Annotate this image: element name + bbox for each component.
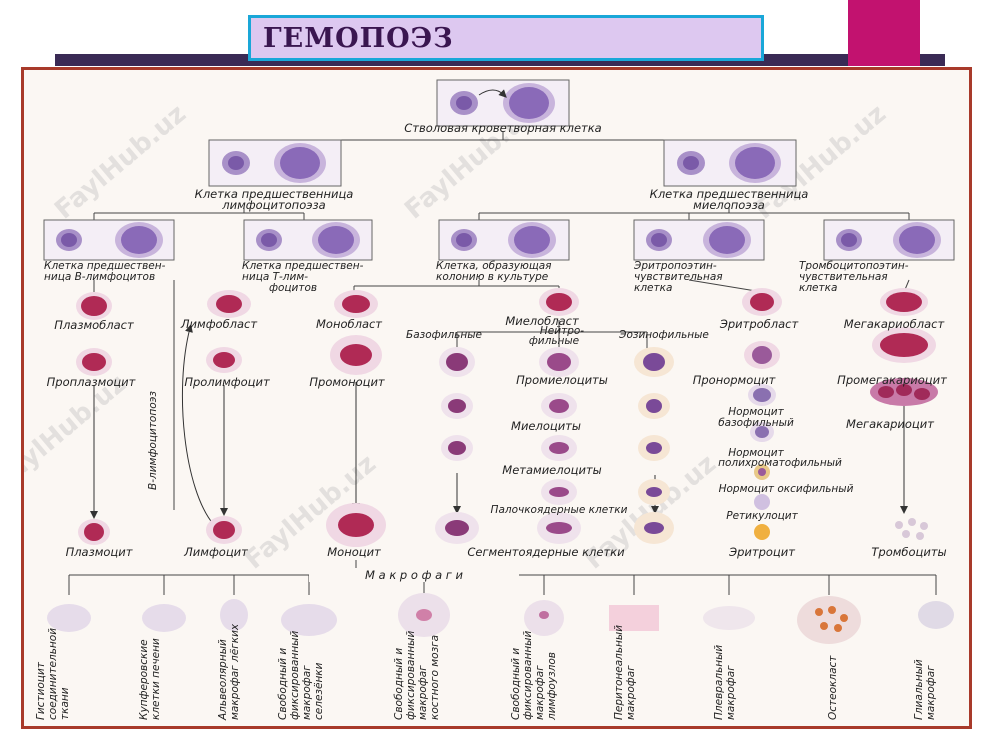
macrophage-label: Свободный и [510,648,522,720]
macrophage-label: лимфоузлов [546,652,558,721]
monocyte-label: Моноцит [327,545,381,559]
cfu-label-1: Клетка, образующая [436,260,551,272]
pronormocyte-label: Пронормоцит [693,373,776,387]
b-lymphopoiesis-label: В-лимфоцитопоэз [147,391,159,490]
macrophage-label: Свободный и [277,648,289,720]
macrophage-label: макрофаг [625,665,637,720]
b-prog-label-1: Клетка предшествен- [44,260,166,272]
normo-baso-label-1: Нормоцит [728,406,784,418]
accent-block [848,0,920,66]
macrophage-label: макрофаг лёгких [229,623,241,720]
macrophage-label: ткани [59,687,71,720]
lymphocyte-label: Лимфоцит [183,545,248,559]
neutrophilic-label-2: фильные [529,335,579,347]
megakaryoblast-label: Мегакариобласт [844,317,945,331]
thr-prog-label-3: клетка [799,282,837,294]
macrophage-label: макрофаг [725,665,737,720]
ery-prog-label-2: чувствительная [634,271,723,283]
promegakaryocyte-label: Промегакариоцит [837,373,947,387]
segmented-label: Сегментоядерные клетки [467,545,625,559]
erythrocyte-label: Эритроцит [728,545,795,559]
plasmocyte-label: Плазмоцит [66,545,133,559]
macrophage-label: макрофаг [417,665,429,720]
cfu-label-2: колонию в культуре [436,271,548,283]
stem-label: Стволовая кроветворная клетка [404,121,601,135]
watermark: FaylHub.uz [49,99,192,226]
macrophage-label: соединительной [47,628,59,720]
thr-prog-label-2: чувствительная [799,271,888,283]
ery-prog-label-3: клетка [634,282,672,294]
neutrophilic-label-1: Нейтро- [540,325,584,337]
macrophage-label: селезёнки [313,662,325,720]
macrophage-label: Купферовские [138,639,150,720]
t-prog-label-2: ница Т-лим- [242,271,308,283]
metamyelocytes-label: Метамиелоциты [502,463,601,477]
stem-cell-box [436,79,570,127]
myeloblast-label: Миелобласт [505,314,579,328]
plasmoblast-label: Плазмобласт [54,318,134,332]
monoblast-label: Монобласт [316,317,382,331]
lymph-prog-label-2: лимфоцитопоэза [221,198,325,212]
reticulocyte-label: Ретикулоцит [726,510,798,522]
macrophages-label: М а к р о ф а г и [365,568,463,582]
erythroblast-label: Эритробласт [719,317,799,331]
platelets-label: Тромбоциты [871,545,946,559]
normo-oxy-label: Нормоцит оксифильный [719,483,854,495]
t-prog-label-3: фоцитов [269,282,317,294]
normo-poly-label-1: Нормоцит [728,447,784,459]
macrophage-label: фиксированный [405,631,417,720]
proplasmocyte-label: Проплазмоцит [47,375,136,389]
macrophage-label: Альвеолярный [217,639,229,721]
ery-progenitor-box [633,219,765,261]
normo-poly-label-2: полихроматофильный [718,457,842,469]
macrophage-label: Глиальный [913,659,925,720]
progenitor-boxes [43,79,955,261]
ery-prog-label-1: Эритропоэтин- [633,260,717,272]
promonocyte-label: Промоноцит [309,375,385,389]
macrophage-cells [47,593,954,644]
macrophage-label: Свободный и [393,648,405,720]
macrophage-label: клетки печени [150,638,162,720]
b-progenitor-box [43,219,175,261]
eosinophilic-label: Эозинофильные [618,329,709,341]
macrophage-label: Остеокласт [827,655,839,720]
macrophage-label: Перитонеальный [613,625,625,720]
cells [76,288,938,547]
lymphoblast-label: Лимфобласт [180,317,257,331]
macrophage-label: макрофаг [301,665,313,720]
labels: Стволовая кроветворная клетка Клетка пре… [44,121,947,582]
lymph-prog-label-1: Клетка предшественница [195,187,354,201]
thr-prog-label-1: Тромбоцитопоэтин- [799,260,909,272]
macrophage-labels: Гистиоцит соединительной ткани Купферовс… [35,623,937,721]
page-title: ГЕМОПОЭЗ [263,23,454,54]
thr-progenitor-box [823,219,955,261]
basophilic-label: Базофильные [406,329,482,341]
t-prog-label-1: Клетка предшествен- [242,260,364,272]
t-progenitor-box [243,219,373,261]
prolymphocyte-label: Пролимфоцит [184,375,270,389]
macrophage-label: костного мозга [429,635,441,720]
megakaryocyte-label: Мегакариоцит [846,417,934,431]
macrophage-label: макрофаг [534,665,546,720]
myelo-prog-label-1: Клетка предшественница [650,187,809,201]
macrophage-label: фиксированный [289,631,301,720]
b-prog-label-2: ница В-лимфоцитов [44,271,155,283]
myelocytes-label: Миелоциты [511,419,581,433]
myeloid-progenitor-box [663,139,797,187]
cfu-box [438,219,570,261]
normo-baso-label-2: базофильный [718,417,794,429]
myelo-prog-label-2: миелопоэза [693,198,765,212]
macrophage-label: Плевральный [713,645,725,720]
diagram-frame: FaylHub.uz FaylHub.uz FaylHub.uz FaylHub… [21,67,972,729]
promyelocytes-label: Промиелоциты [516,373,608,387]
macrophage-label: Гистиоцит [35,661,47,720]
band-cells-label: Палочкоядерные клетки [491,504,628,516]
macrophage-label: фиксированный [522,631,534,720]
macrophage-label: макрофаг [925,665,937,720]
hematopoiesis-diagram: FaylHub.uz FaylHub.uz FaylHub.uz FaylHub… [24,79,955,721]
title-box: ГЕМОПОЭЗ [248,15,764,61]
lymphoid-progenitor-box [208,139,342,187]
